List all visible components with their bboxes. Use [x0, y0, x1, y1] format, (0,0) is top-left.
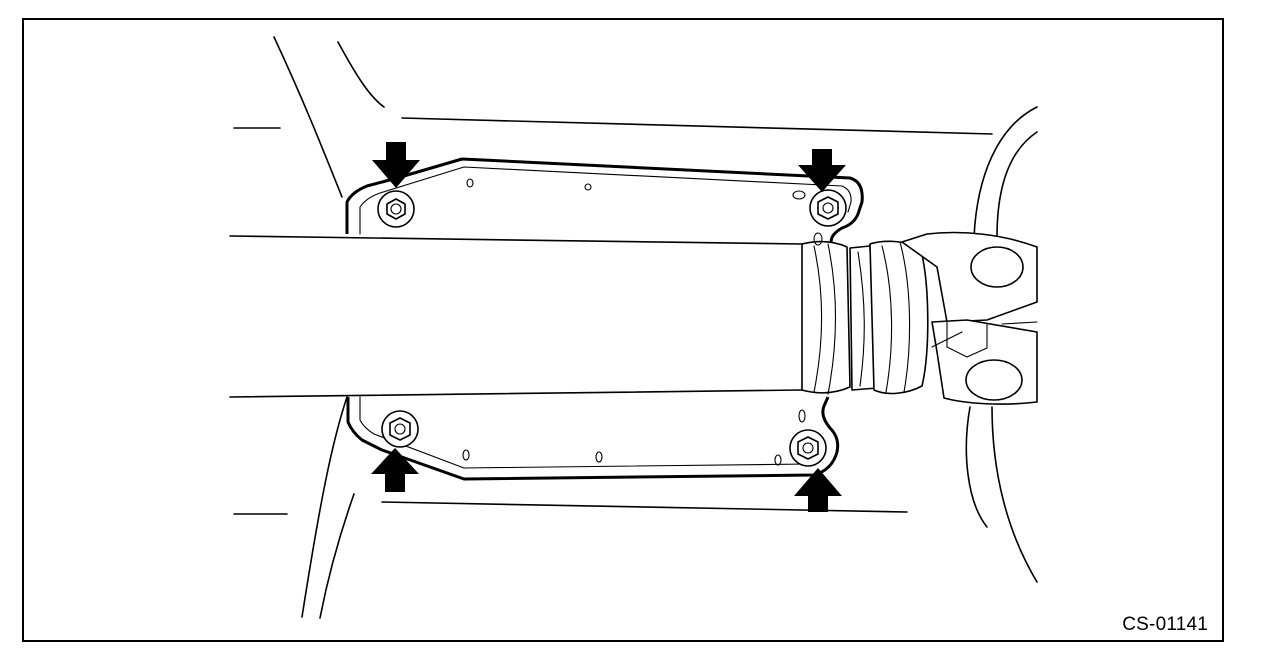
yoke-bore-bottom: [965, 359, 1023, 401]
propeller-shaft: [229, 235, 929, 398]
cover-holes: [462, 178, 823, 466]
universal-joint: [901, 231, 1038, 405]
arrow-up-icon: [794, 468, 842, 512]
arrow-down-icon: [372, 142, 420, 188]
bolt-bottom-right: [789, 429, 827, 467]
yoke-bore-top: [970, 246, 1024, 288]
arrow-down-icon: [798, 149, 846, 192]
figure-frame: CS-01141: [22, 18, 1224, 642]
cover-plate: [345, 157, 864, 481]
bolt-top-left: [377, 190, 415, 228]
body-structure: [233, 36, 1038, 619]
bolt-bottom-left: [381, 410, 419, 448]
arrow-up-icon: [371, 448, 419, 492]
bolt-top-right: [809, 189, 847, 227]
figure-code: CS-01141: [1122, 614, 1208, 635]
technical-illustration: [229, 36, 1038, 619]
